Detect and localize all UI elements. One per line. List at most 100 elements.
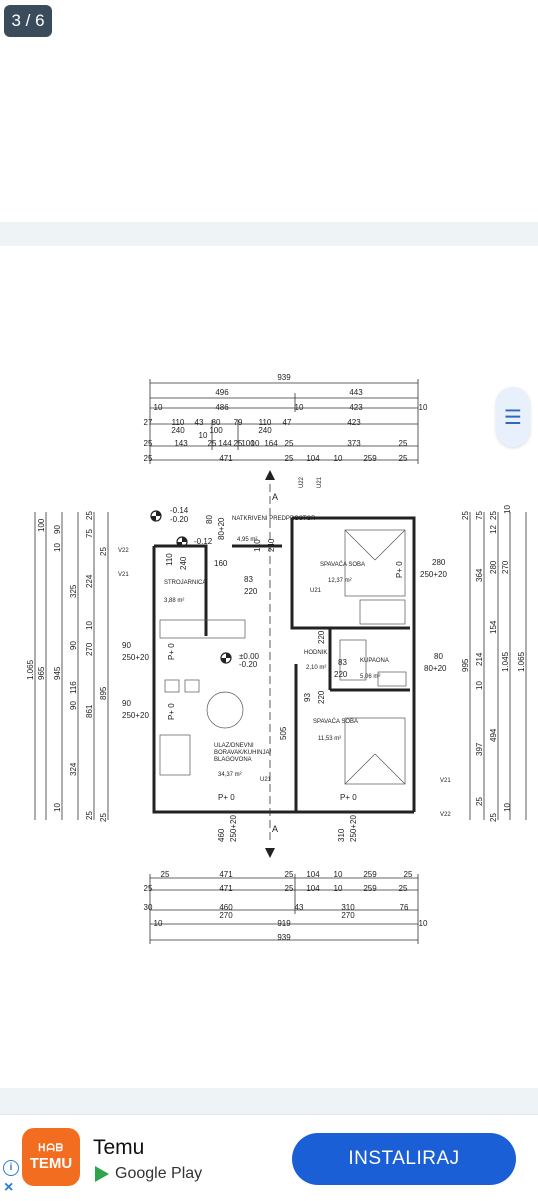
svg-text:80: 80 xyxy=(212,418,221,427)
svg-text:10: 10 xyxy=(419,403,428,412)
svg-text:919: 919 xyxy=(277,919,291,928)
svg-text:10: 10 xyxy=(503,505,512,514)
svg-text:861: 861 xyxy=(85,704,94,718)
svg-text:80+20: 80+20 xyxy=(217,517,226,540)
svg-text:116: 116 xyxy=(69,681,78,694)
svg-text:25: 25 xyxy=(399,454,408,463)
svg-text:BLAGOVONA: BLAGOVONA xyxy=(214,757,252,763)
svg-text:280: 280 xyxy=(489,560,498,574)
dimension-texts-right: 25 75 25 10 364 280 270 12 995 154 10 21… xyxy=(461,505,526,822)
svg-text:397: 397 xyxy=(475,742,484,756)
svg-text:25: 25 xyxy=(85,811,94,820)
svg-text:90: 90 xyxy=(53,525,62,534)
dimension-ticks xyxy=(149,379,419,944)
temu-app-icon[interactable]: ᕼᗩᗷ TEMU xyxy=(22,1128,80,1186)
tag-texts: V22 V21 V21 V22 U22 U21 U21 U21 xyxy=(118,476,451,818)
svg-text:KUPAONA: KUPAONA xyxy=(360,658,389,664)
svg-text:494: 494 xyxy=(489,728,498,742)
svg-text:250+20: 250+20 xyxy=(122,711,149,720)
svg-text:83: 83 xyxy=(338,658,347,667)
svg-text:12,37 m²: 12,37 m² xyxy=(328,578,352,584)
svg-text:25: 25 xyxy=(144,439,153,448)
install-button[interactable]: INSTALIRAJ xyxy=(292,1133,516,1185)
svg-text:U21: U21 xyxy=(317,476,323,488)
svg-text:280: 280 xyxy=(432,558,446,567)
svg-text:471: 471 xyxy=(219,884,233,893)
svg-text:U22: U22 xyxy=(299,476,305,488)
svg-text:965: 965 xyxy=(37,666,46,680)
svg-text:34,37 m²: 34,37 m² xyxy=(218,772,242,778)
svg-text:90: 90 xyxy=(69,701,78,710)
svg-text:220: 220 xyxy=(334,670,348,679)
app-name[interactable]: Temu xyxy=(93,1136,145,1159)
svg-text:93: 93 xyxy=(303,693,312,702)
svg-text:75: 75 xyxy=(475,511,484,520)
dimension-texts-left: 1.065 965 945 895 100 10 90 25 75 325 22… xyxy=(26,511,108,822)
svg-text:10: 10 xyxy=(295,403,304,412)
walls xyxy=(152,516,416,814)
svg-text:90: 90 xyxy=(122,641,131,650)
ad-info-icon[interactable]: i xyxy=(3,1160,19,1176)
svg-text:250+20: 250+20 xyxy=(420,570,447,579)
svg-text:43: 43 xyxy=(295,903,304,912)
svg-text:10: 10 xyxy=(334,870,343,879)
svg-text:V21: V21 xyxy=(440,778,451,784)
svg-text:10: 10 xyxy=(85,621,94,630)
svg-text:P+ 0: P+ 0 xyxy=(340,793,357,802)
floor-plan-image[interactable]: A A 939 496 443 10 486 10 423 10 27 110 … xyxy=(0,246,538,1088)
svg-text:310: 310 xyxy=(341,903,355,912)
svg-text:30: 30 xyxy=(144,903,153,912)
svg-text:27: 27 xyxy=(144,418,153,427)
svg-text:25: 25 xyxy=(404,870,413,879)
svg-text:240: 240 xyxy=(258,426,272,435)
svg-text:STROJARNICA: STROJARNICA xyxy=(164,580,206,586)
svg-text:496: 496 xyxy=(215,388,229,397)
furniture xyxy=(159,529,407,785)
floor-plan-drawing: A A 939 496 443 10 486 10 423 10 27 110 … xyxy=(26,373,527,944)
svg-text:1.045: 1.045 xyxy=(501,651,510,672)
svg-text:270: 270 xyxy=(341,911,355,920)
app-icon-glyphs: ᕼᗩᗷ xyxy=(37,1142,65,1154)
svg-text:P+ 0: P+ 0 xyxy=(167,643,176,660)
svg-text:240: 240 xyxy=(179,556,188,570)
ad-close-icon[interactable]: × xyxy=(4,1179,14,1196)
svg-text:V22: V22 xyxy=(440,812,451,818)
svg-text:104: 104 xyxy=(306,870,320,879)
level-texts: -0.14 -0.20 -0.12 ±0.00 -0.20 P+ 0 P+ 0 … xyxy=(167,506,404,802)
svg-text:25: 25 xyxy=(234,439,243,448)
svg-text:220: 220 xyxy=(317,690,326,704)
svg-text:V21: V21 xyxy=(118,572,129,578)
svg-text:100: 100 xyxy=(241,439,255,448)
svg-text:25: 25 xyxy=(285,884,294,893)
svg-text:79: 79 xyxy=(234,418,243,427)
svg-text:U21: U21 xyxy=(260,777,272,783)
svg-text:240: 240 xyxy=(171,426,185,435)
svg-text:160: 160 xyxy=(214,559,228,568)
svg-text:10: 10 xyxy=(154,403,163,412)
svg-text:80: 80 xyxy=(205,515,214,524)
menu-button[interactable]: ☰ xyxy=(496,387,530,447)
svg-text:250+20: 250+20 xyxy=(229,815,238,842)
svg-text:SPAVAĆA SOBA: SPAVAĆA SOBA xyxy=(313,718,358,725)
svg-text:144: 144 xyxy=(218,439,232,448)
svg-text:10: 10 xyxy=(419,919,428,928)
bottom-band xyxy=(0,1088,538,1114)
svg-text:10: 10 xyxy=(503,803,512,812)
svg-text:25: 25 xyxy=(161,870,170,879)
svg-text:25: 25 xyxy=(285,454,294,463)
svg-text:10: 10 xyxy=(334,884,343,893)
svg-text:25: 25 xyxy=(461,511,470,520)
svg-text:10: 10 xyxy=(53,803,62,812)
svg-text:259: 259 xyxy=(363,454,377,463)
svg-text:25: 25 xyxy=(399,884,408,893)
section-arrow-top xyxy=(265,470,275,480)
svg-text:505: 505 xyxy=(279,726,288,740)
svg-text:471: 471 xyxy=(219,454,233,463)
svg-text:25: 25 xyxy=(285,439,294,448)
svg-text:939: 939 xyxy=(277,933,291,942)
image-counter: 3 / 6 xyxy=(4,5,52,37)
svg-text:P+ 0: P+ 0 xyxy=(167,703,176,720)
svg-text:110: 110 xyxy=(165,553,174,566)
svg-text:443: 443 xyxy=(349,388,363,397)
svg-text:250+20: 250+20 xyxy=(349,815,358,842)
